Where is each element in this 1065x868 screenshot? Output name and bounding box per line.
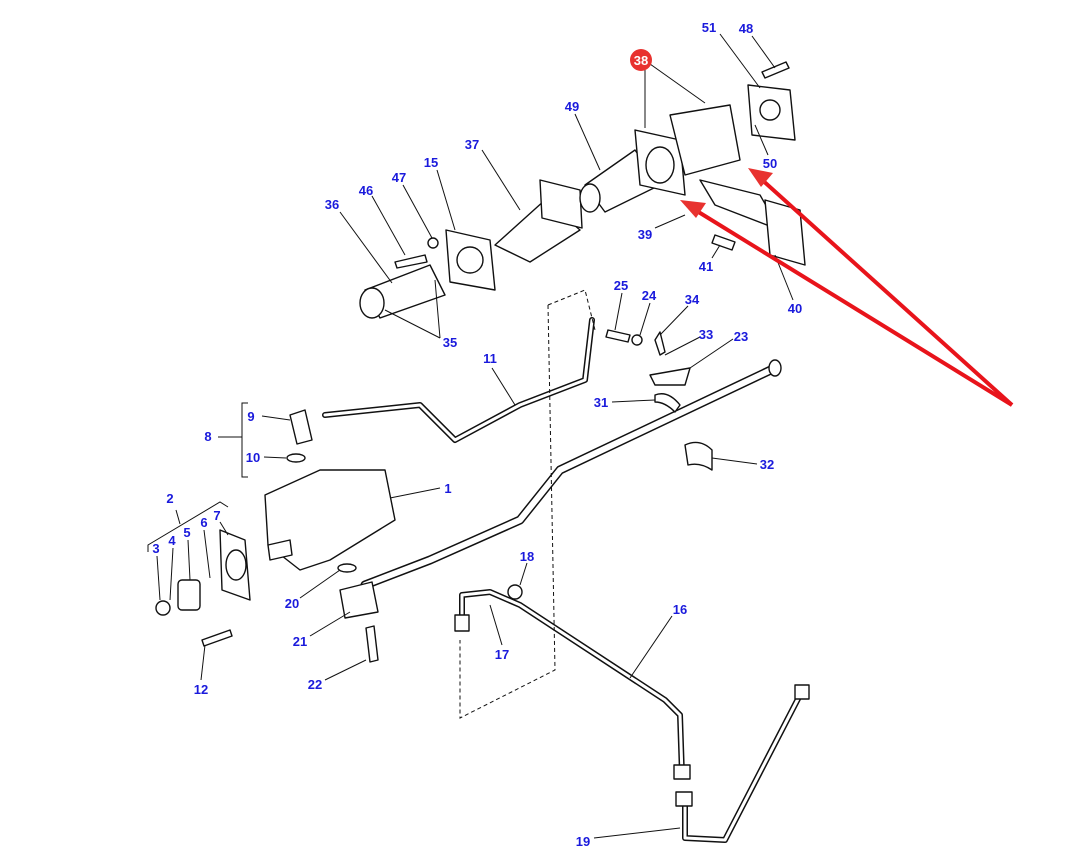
callout-35[interactable]: 35: [443, 335, 457, 350]
elbow-9: [289, 409, 313, 445]
callout-11[interactable]: 11: [483, 351, 497, 366]
exhaust-assembly: [359, 61, 806, 319]
callout-22[interactable]: 22: [308, 677, 322, 692]
arrowhead-icon: [748, 168, 773, 187]
callout-51[interactable]: 51: [702, 20, 716, 35]
clamp-36: [359, 287, 385, 319]
gear-5: [177, 579, 201, 611]
washer-24: [631, 334, 643, 346]
callout-41[interactable]: 41: [699, 259, 713, 274]
callout-5[interactable]: 5: [183, 525, 190, 540]
stud-41: [711, 234, 736, 251]
callout-8[interactable]: 8: [204, 429, 211, 444]
callout-20[interactable]: 20: [285, 596, 299, 611]
bracket-33: [649, 367, 691, 386]
flange-21: [339, 581, 379, 619]
callout-2[interactable]: 2: [166, 491, 173, 506]
callout-6[interactable]: 6: [200, 515, 207, 530]
callout-4[interactable]: 4: [168, 533, 176, 548]
bolt-34: [654, 331, 666, 356]
callout-50[interactable]: 50: [763, 156, 777, 171]
bolt-12: [201, 629, 233, 647]
nut-18: [507, 584, 523, 600]
flange-40: [764, 199, 806, 266]
callout-47[interactable]: 47: [392, 170, 406, 185]
callout-36[interactable]: 36: [325, 197, 339, 212]
pipe-11: [322, 317, 595, 443]
callout-15[interactable]: 15: [424, 155, 438, 170]
callout-38[interactable]: 38: [634, 53, 648, 68]
callout-34[interactable]: 34: [685, 292, 700, 307]
pipe-16: [459, 589, 685, 778]
callout-21[interactable]: 21: [293, 634, 307, 649]
arrowhead-icon: [680, 200, 706, 218]
callout-1[interactable]: 1: [444, 481, 451, 496]
bolt-25: [605, 329, 631, 343]
callout-32[interactable]: 32: [760, 457, 774, 472]
arrow-to-38-gasket: [758, 176, 1014, 407]
callout-33[interactable]: 33: [699, 327, 713, 342]
callout-39[interactable]: 39: [638, 227, 652, 242]
highlight-arrows: [680, 168, 1014, 407]
callout-46[interactable]: 46: [359, 183, 373, 198]
bolt-46: [394, 254, 428, 269]
callout-12[interactable]: 12: [194, 682, 208, 697]
callout-labels: 51 48 49 37 15 47 46 36 50 39 41 40 35 2…: [152, 20, 802, 849]
bolt-22: [365, 625, 379, 663]
callout-31[interactable]: 31: [594, 395, 608, 410]
coolant-pipe-23: [360, 363, 780, 590]
callout-49[interactable]: 49: [565, 99, 579, 114]
callout-24[interactable]: 24: [642, 288, 657, 303]
clip-31: [654, 393, 681, 413]
callout-25[interactable]: 25: [614, 278, 628, 293]
callout-3[interactable]: 3: [152, 541, 159, 556]
bolt-48: [761, 61, 790, 79]
callout-19[interactable]: 19: [576, 834, 590, 849]
callout-16[interactable]: 16: [673, 602, 687, 617]
nut-47: [427, 237, 439, 249]
callout-48[interactable]: 48: [739, 21, 753, 36]
oring-20: [337, 563, 357, 573]
callout-7[interactable]: 7: [213, 508, 220, 523]
callout-23[interactable]: 23: [734, 329, 748, 344]
callout-37[interactable]: 37: [465, 137, 479, 152]
callout-10[interactable]: 10: [246, 450, 260, 465]
arrow-to-39: [690, 206, 1014, 407]
callout-17[interactable]: 17: [495, 647, 509, 662]
elbow-39: [669, 104, 741, 176]
highlighted-callout-38[interactable]: [630, 49, 652, 71]
callout-40[interactable]: 40: [788, 301, 802, 316]
leader-lines: [156, 33, 794, 839]
pipe-19: [682, 692, 803, 843]
callout-9[interactable]: 9: [247, 409, 254, 424]
nut-3: [155, 600, 171, 616]
clip-32: [684, 441, 713, 471]
callout-18[interactable]: 18: [520, 549, 534, 564]
flange-37: [539, 179, 583, 229]
routing-line: [547, 289, 596, 331]
oring-10: [286, 453, 306, 463]
